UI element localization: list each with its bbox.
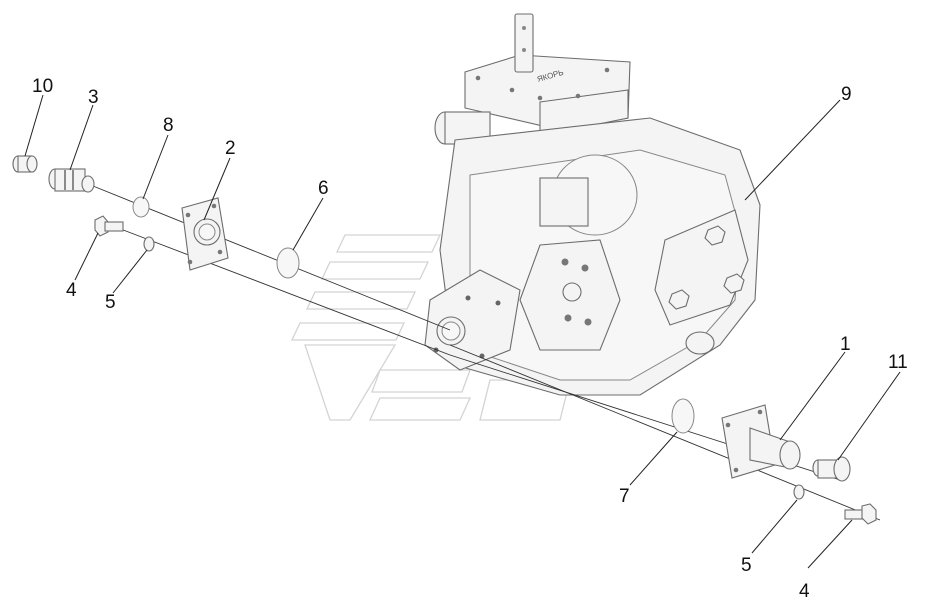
callout-7: 7 — [619, 486, 630, 507]
leader-lines — [24, 94, 901, 569]
part-5-washer-left — [143, 236, 155, 252]
pump-housing: ЯКОРЬ — [424, 13, 761, 396]
callout-5-left: 5 — [105, 292, 116, 313]
callout-4-right: 4 — [799, 581, 810, 602]
callout-11: 11 — [888, 352, 908, 373]
part-2-flange — [181, 197, 229, 271]
part-6-o-ring — [276, 247, 300, 279]
part-4-bolt-left — [94, 215, 124, 237]
callout-2: 2 — [225, 138, 236, 159]
callout-8: 8 — [163, 115, 174, 136]
part-4-bolt-right — [844, 503, 877, 525]
assembly-axis-lines — [92, 185, 881, 521]
part-1-flange-sleeve — [721, 404, 801, 479]
part-5-washer-right — [793, 484, 805, 500]
part-8-o-ring — [132, 196, 150, 218]
callout-10: 10 — [32, 76, 53, 97]
part-10-plug — [12, 155, 38, 173]
callout-labels: 10 3 8 2 6 9 4 5 1 11 7 5 4 — [32, 76, 908, 602]
callout-6: 6 — [318, 178, 329, 199]
callout-9: 9 — [841, 84, 852, 105]
part-11-cap — [812, 456, 851, 482]
callout-5-right: 5 — [741, 555, 752, 576]
callout-1: 1 — [840, 334, 851, 355]
part-7-o-ring — [671, 398, 695, 434]
callout-3: 3 — [88, 87, 99, 108]
callout-4-left: 4 — [66, 280, 77, 301]
part-3-fitting — [48, 168, 95, 193]
